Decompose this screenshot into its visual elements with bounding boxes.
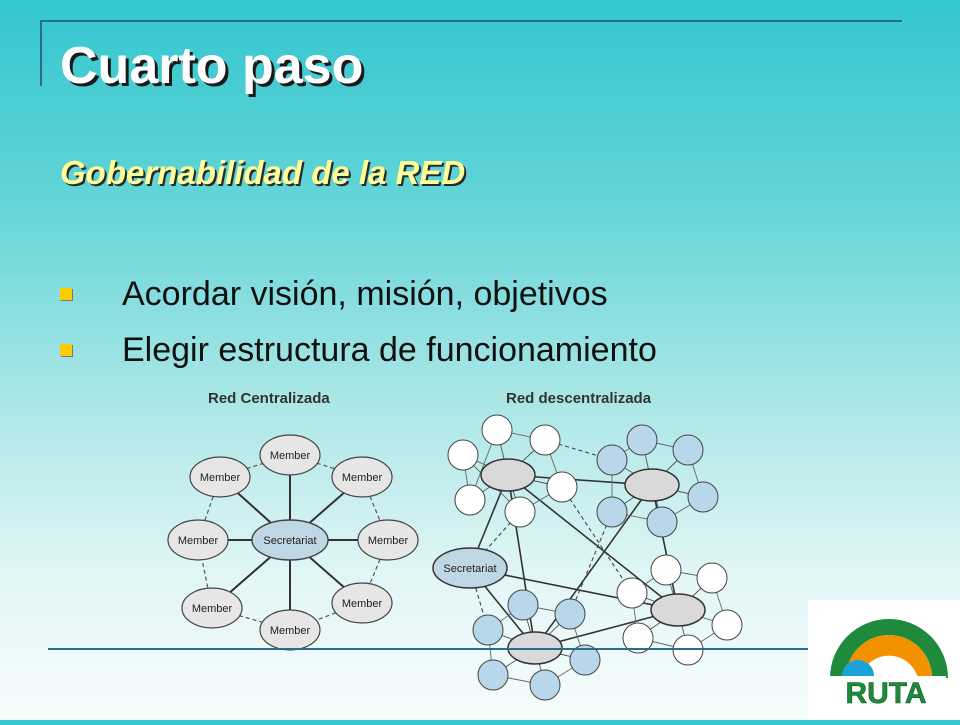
dashed-link	[561, 486, 633, 594]
network-node	[546, 471, 578, 503]
network-node	[554, 598, 586, 630]
network-node	[596, 496, 628, 528]
member-node	[331, 456, 393, 498]
bullet-list: Acordar visión, misión, objetivos Elegir…	[60, 266, 657, 378]
member-node	[259, 609, 321, 651]
bullet-square-icon	[60, 288, 72, 300]
bullet-item: Elegir estructura de funcionamiento	[60, 322, 657, 378]
slide-title: Cuarto paso	[60, 37, 364, 95]
network-node	[646, 506, 678, 538]
member-node-label: Member	[342, 472, 383, 484]
member-node-label: Member	[270, 625, 311, 637]
network-node	[454, 484, 486, 516]
network-node	[626, 424, 658, 456]
ruta-logo-text: RUTA	[845, 677, 926, 710]
dashed-link	[289, 454, 363, 478]
member-node	[181, 587, 243, 629]
bottom-divider	[48, 648, 910, 650]
decentralized-network-label: Red descentralizada	[506, 390, 652, 407]
hub-node	[624, 468, 680, 502]
secretariat-node-label: Secretariat	[263, 535, 316, 547]
hub-node	[650, 593, 706, 627]
network-node	[687, 481, 719, 513]
frame-top-line	[40, 20, 902, 22]
network-node	[696, 562, 728, 594]
network-node	[596, 444, 628, 476]
member-node	[357, 519, 419, 561]
slide-subtitle: Gobernabilidad de la RED	[60, 154, 466, 191]
member-node-label: Member	[270, 450, 311, 462]
member-node	[259, 434, 321, 476]
network-node	[672, 634, 704, 666]
member-node-label: Member	[368, 535, 409, 547]
member-node-label: Member	[192, 603, 233, 615]
network-node	[504, 496, 536, 528]
network-node	[447, 439, 479, 471]
ruta-logo-icon: RUTA	[826, 619, 948, 712]
member-node	[189, 456, 251, 498]
bullet-text: Acordar visión, misión, objetivos	[122, 274, 608, 313]
member-node	[331, 582, 393, 624]
secretariat-node-label: Secretariat	[443, 563, 496, 575]
member-node	[167, 519, 229, 561]
member-node-label: Member	[200, 472, 241, 484]
network-node	[616, 577, 648, 609]
bullet-square-icon	[60, 344, 72, 356]
hub-link	[507, 474, 679, 611]
centralized-network-diagram: MemberMemberMemberMemberMemberMemberMemb…	[167, 434, 419, 651]
secretariat-node	[251, 519, 329, 561]
dashed-link	[469, 511, 521, 569]
network-node	[622, 622, 654, 654]
dashed-link	[569, 511, 613, 615]
network-node	[672, 434, 704, 466]
dashed-link	[219, 454, 291, 478]
network-node	[481, 414, 513, 446]
bullet-text: Elegir estructura de funcionamiento	[122, 330, 657, 369]
hub-link	[534, 484, 653, 649]
network-node	[507, 589, 539, 621]
network-node	[711, 609, 743, 641]
member-node-label: Member	[342, 598, 383, 610]
decentralized-network-diagram: Secretariat	[432, 414, 743, 701]
member-node-label: Member	[178, 535, 219, 547]
secretariat-node	[432, 547, 508, 589]
network-node	[477, 659, 509, 691]
hub-link	[651, 484, 679, 611]
network-node	[650, 554, 682, 586]
network-node	[569, 644, 601, 676]
network-node	[529, 669, 561, 701]
centralized-network-label: Red Centralizada	[208, 390, 330, 407]
frame-left-line	[40, 20, 42, 86]
bullet-item: Acordar visión, misión, objetivos	[60, 266, 657, 322]
hub-node	[480, 458, 536, 492]
ruta-logo: RUTA	[808, 600, 960, 720]
network-node	[529, 424, 561, 456]
network-node	[472, 614, 504, 646]
